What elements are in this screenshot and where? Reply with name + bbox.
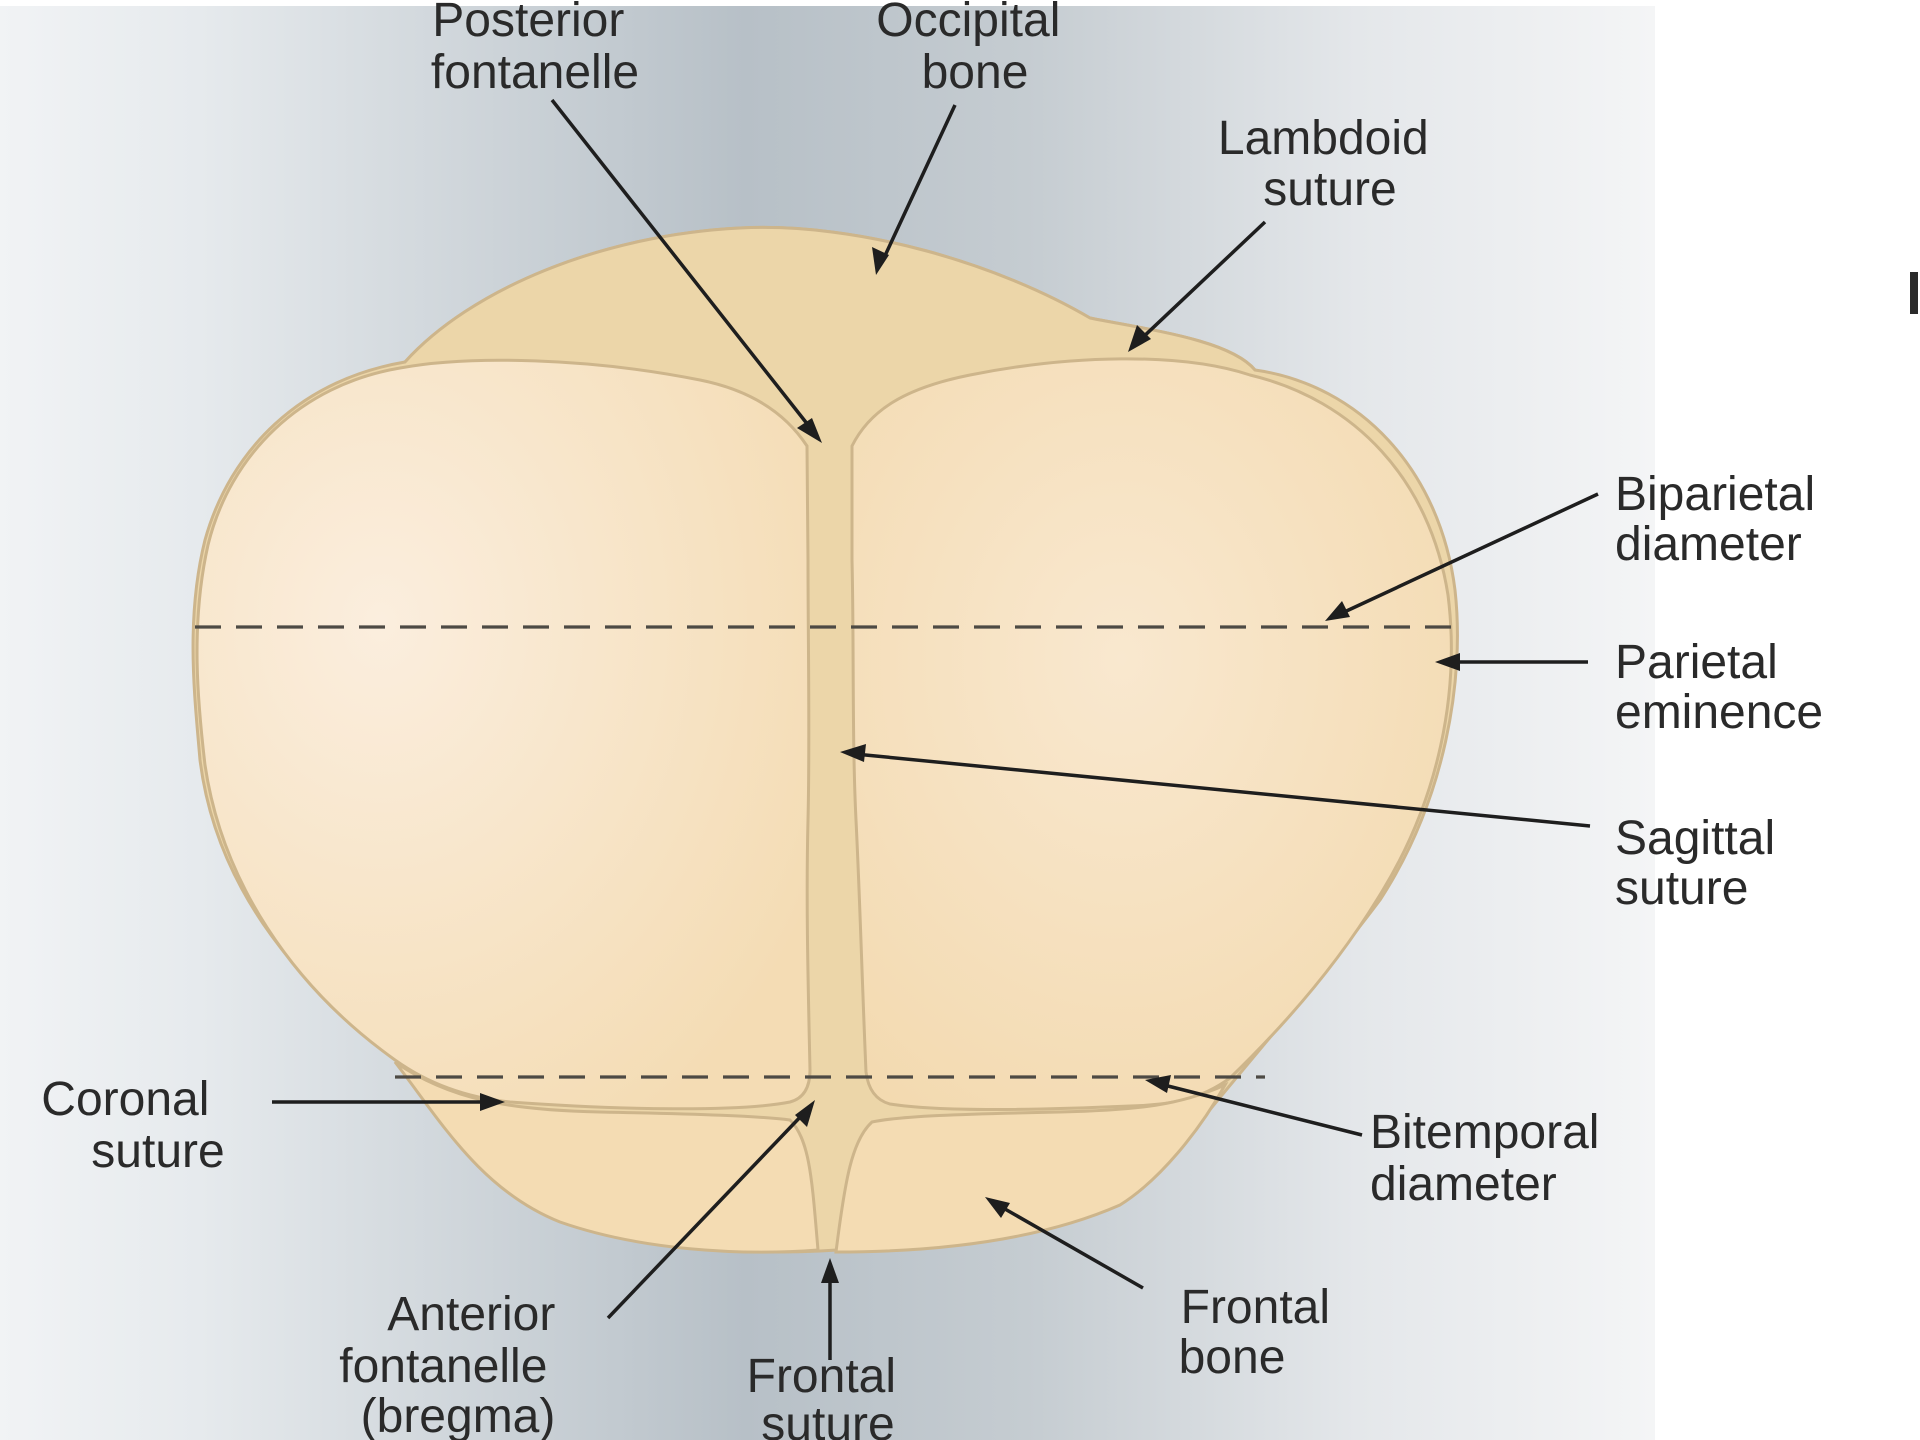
label-frontal-suture: Frontal suture [747,1350,910,1440]
label-parietal-eminence: Parietal eminence [1615,636,1823,739]
label-biparietal-diameter: Biparietal diameter [1615,468,1828,571]
label-sagittal-suture: Sagittal suture [1615,812,1788,915]
label-posterior-fontanelle: Posterior fontanelle [431,0,639,99]
edge-mark [1910,272,1918,314]
